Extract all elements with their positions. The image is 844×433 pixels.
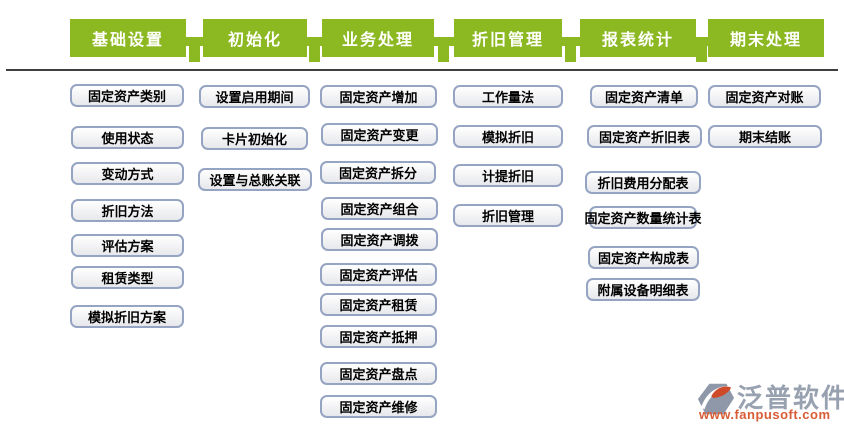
tab-connector <box>309 44 320 62</box>
menu-item[interactable]: 期末结账 <box>708 125 822 148</box>
brand-url[interactable]: www.fanpusoft.com <box>699 407 831 422</box>
menu-item[interactable]: 使用状态 <box>71 126 184 149</box>
menu-item[interactable]: 固定资产数量统计表 <box>585 206 702 229</box>
menu-item[interactable]: 模拟折旧 <box>453 125 563 148</box>
tab-depreciation-management[interactable]: 折旧管理 <box>454 19 562 57</box>
menu-item[interactable]: 固定资产对账 <box>708 85 821 108</box>
menu-item[interactable]: 固定资产抵押 <box>320 325 437 348</box>
tab-connector <box>565 44 576 62</box>
brand-logo: 泛普软件 www.fanpusoft.com <box>697 378 844 428</box>
menu-item[interactable]: 固定资产调拨 <box>321 228 438 251</box>
menu-item[interactable]: 固定资产增加 <box>320 85 437 108</box>
menu-item[interactable]: 计提折旧 <box>453 164 563 187</box>
brand-name: 泛普软件 <box>737 383 844 413</box>
menu-item[interactable]: 附属设备明细表 <box>586 278 700 301</box>
menu-item[interactable]: 固定资产折旧表 <box>587 125 702 148</box>
tab-connector <box>305 37 324 46</box>
menu-item[interactable]: 固定资产类别 <box>70 84 184 107</box>
menu-item[interactable]: 固定资产维修 <box>320 395 437 418</box>
tab-basic-settings[interactable]: 基础设置 <box>70 19 186 57</box>
menu-item[interactable]: 卡片初始化 <box>201 127 308 150</box>
tab-initialization[interactable]: 初始化 <box>203 19 307 57</box>
menu-item[interactable]: 固定资产组合 <box>321 197 438 220</box>
tab-connector <box>696 44 707 62</box>
menu-item[interactable]: 固定资产变更 <box>321 123 438 146</box>
menu-item[interactable]: 固定资产盘点 <box>320 362 437 385</box>
menu-item[interactable]: 设置与总账关联 <box>198 168 312 191</box>
tab-connector <box>438 44 449 62</box>
divider <box>6 69 838 71</box>
tab-connector <box>560 37 582 46</box>
menu-item[interactable]: 折旧管理 <box>453 204 563 227</box>
menu-item[interactable]: 变动方式 <box>71 162 184 185</box>
tab-report-statistics[interactable]: 报表统计 <box>580 19 696 57</box>
tab-connector <box>432 37 456 46</box>
menu-item[interactable]: 折旧费用分配表 <box>585 171 701 194</box>
menu-item[interactable]: 租赁类型 <box>71 266 184 289</box>
tab-connector <box>184 37 205 46</box>
menu-item[interactable]: 评估方案 <box>71 234 184 257</box>
menu-item[interactable]: 固定资产评估 <box>320 263 437 286</box>
fanpu-logo-icon <box>697 383 735 415</box>
menu-item[interactable]: 固定资产租赁 <box>320 293 437 316</box>
menu-item[interactable]: 折旧方法 <box>71 199 184 222</box>
menu-item[interactable]: 工作量法 <box>453 85 563 108</box>
tab-connector <box>694 37 710 46</box>
menu-item[interactable]: 固定资产清单 <box>590 85 698 108</box>
tab-business-processing[interactable]: 业务处理 <box>322 19 434 57</box>
menu-item[interactable]: 模拟折旧方案 <box>70 305 184 328</box>
menu-item[interactable]: 设置启用期间 <box>199 85 310 108</box>
menu-item[interactable]: 固定资产拆分 <box>320 161 436 184</box>
tab-period-end-processing[interactable]: 期末处理 <box>708 19 824 57</box>
menu-item[interactable]: 固定资产构成表 <box>588 246 699 269</box>
tab-connector <box>189 44 200 62</box>
